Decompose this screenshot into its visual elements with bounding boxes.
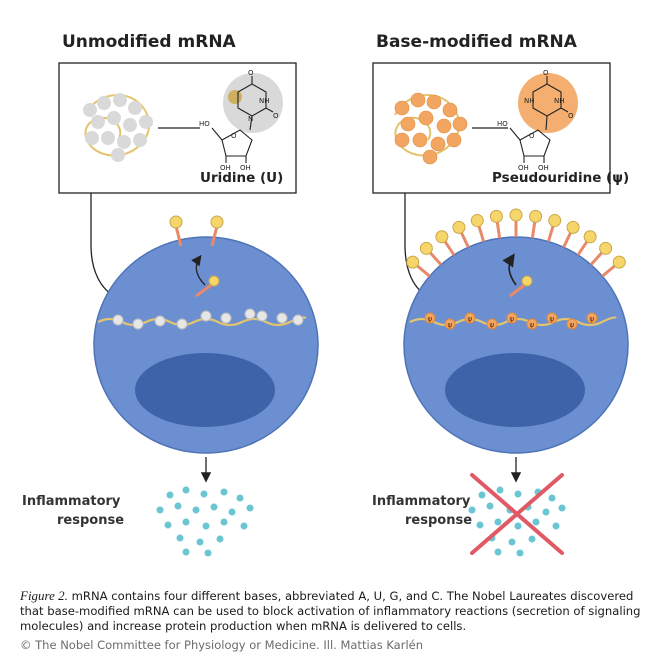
psi-symbol: ψ — [570, 321, 575, 329]
left-panel: Unmodified mRNA O — [22, 32, 319, 557]
svg-text:NH: NH — [554, 97, 565, 105]
svg-text:OH: OH — [518, 164, 529, 172]
nucleus-right — [445, 353, 585, 427]
svg-text:OH: OH — [220, 164, 231, 172]
svg-text:NH: NH — [524, 97, 535, 105]
svg-text:HO: HO — [497, 120, 508, 128]
receptor-head — [470, 214, 484, 228]
receptors-left — [169, 215, 224, 247]
svg-text:O: O — [248, 69, 254, 77]
base-circle — [83, 103, 97, 117]
base-highlight — [518, 73, 578, 133]
psi-symbol: ψ — [590, 315, 595, 323]
receptor-head — [406, 255, 420, 269]
receptor-head — [583, 230, 597, 244]
receptor-head — [419, 241, 433, 255]
modified-mrna-blob — [394, 92, 468, 165]
receptor-head — [599, 241, 613, 255]
psi-symbol: ψ — [550, 315, 555, 323]
signaling-molecules-left — [156, 486, 254, 557]
receptors-right — [406, 208, 626, 278]
receptor-head — [529, 209, 543, 223]
left-base-name: Uridine (U) — [200, 170, 283, 186]
svg-text:O: O — [273, 112, 279, 120]
figure-caption: Figure 2. mRNA contains four different b… — [20, 588, 660, 634]
receptor-stem — [495, 222, 502, 239]
psi-bead — [464, 312, 476, 324]
left-response-line1: Inflammatory — [22, 494, 121, 509]
psi-symbol: ψ — [468, 315, 473, 323]
psi-symbol: ψ — [428, 315, 433, 323]
receptor-head — [489, 209, 503, 223]
caption-lead: Figure 2. — [20, 588, 68, 603]
pseudouridine-structure: O O NH NH O HO OH OH — [497, 69, 578, 172]
unmodified-mrna-blob — [83, 93, 153, 162]
psi-bead — [444, 318, 456, 330]
psi-bead — [506, 312, 518, 324]
receptor-stem — [443, 240, 456, 256]
svg-text:NH: NH — [259, 97, 270, 105]
right-response-line1: Inflammatory — [372, 494, 471, 509]
receptor-stem — [576, 240, 589, 256]
blocked-cross — [470, 473, 564, 555]
uridine-structure: O O NH N O HO OH OH — [199, 69, 283, 172]
psi-bead — [526, 318, 538, 330]
psi-symbol: ψ — [448, 321, 453, 329]
right-base-name: Pseudouridine (ψ) — [492, 170, 629, 186]
svg-text:N: N — [248, 115, 253, 123]
right-panel: Base-modified mRNA O O NH NH O — [372, 32, 629, 557]
svg-text:OH: OH — [538, 164, 549, 172]
psi-bead — [546, 312, 558, 324]
figure-credit: © The Nobel Committee for Physiology or … — [20, 638, 424, 652]
psi-bead — [566, 318, 578, 330]
receptor-stem — [416, 264, 431, 278]
psi-bead — [486, 318, 498, 330]
figure-illustration: Unmodified mRNA O — [22, 32, 629, 557]
receptor-head — [435, 230, 449, 244]
psi-symbol: ψ — [510, 315, 515, 323]
psi-bead — [586, 312, 598, 324]
uridine-beads — [112, 308, 304, 330]
receptor-stem — [530, 222, 537, 239]
svg-text:O: O — [543, 69, 549, 77]
receptor-stem — [601, 264, 616, 278]
left-response-line2: response — [57, 513, 124, 528]
receptor-stem — [460, 232, 470, 248]
receptor-stem — [477, 225, 486, 243]
svg-text:OH: OH — [240, 164, 251, 172]
receptor-head — [612, 255, 626, 269]
receptor-head — [566, 220, 580, 234]
right-response-line2: response — [405, 513, 472, 528]
svg-text:O: O — [529, 132, 535, 140]
receptor-stem — [429, 251, 443, 266]
psi-bead — [424, 312, 436, 324]
receptor-head — [548, 214, 562, 228]
receptor-stem — [546, 225, 555, 243]
svg-text:O: O — [568, 112, 574, 120]
psi-symbol: ψ — [530, 321, 535, 329]
receptor-stem — [589, 251, 603, 266]
svg-text:HO: HO — [199, 120, 210, 128]
caption-text: mRNA contains four different bases, abbr… — [20, 589, 641, 633]
right-panel-title: Base-modified mRNA — [376, 32, 578, 52]
receptor-head — [509, 208, 523, 222]
psi-symbol: ψ — [490, 321, 495, 329]
svg-text:O: O — [231, 132, 237, 140]
base-highlight — [223, 73, 283, 133]
receptor-stem — [562, 232, 572, 248]
left-panel-title: Unmodified mRNA — [62, 32, 237, 52]
receptor-head — [452, 220, 466, 234]
nucleus-left — [135, 353, 275, 427]
